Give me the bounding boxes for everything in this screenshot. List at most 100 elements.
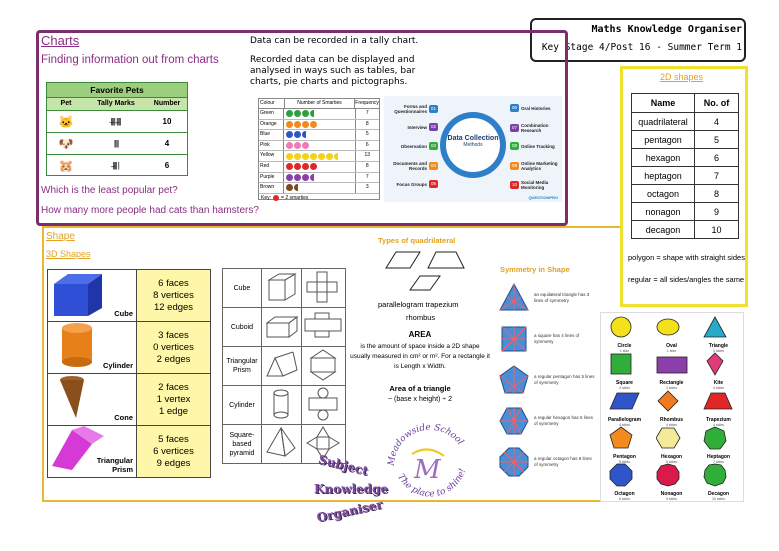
2d-shapes-section [620,66,748,307]
poster-shape-sides: 4 sides [665,423,678,427]
logo-line-2: Knowledge [314,482,389,496]
cylinder-icon [62,323,92,367]
smartie-icon [286,131,294,139]
pictogram-key-label: Key: [261,195,272,202]
data-collection-title: Data Collection [447,135,499,142]
net-row: Cylinder [222,385,347,425]
poster-shape-name: Pentagon [613,454,636,460]
pictogram-colour: Orange [259,119,285,130]
poster-shape-name: Trapezium [706,417,731,423]
method-number-badge: 04 [429,162,438,170]
3d-shape-property: 9 edges [156,457,191,469]
poster-shape-sides: 3 sides [712,349,725,353]
solid-drawing [260,385,302,425]
method-label: Social Media Monitoring [521,180,549,190]
pets-table-title: Favorite Pets [47,83,187,97]
method-number-badge: 10 [510,181,519,189]
poster-shape-name: Nonagon [660,491,683,497]
poster-shape-sides: 1 side [619,349,630,353]
smartie-icon [310,120,318,128]
net-row: Square-based pyramid [222,424,347,464]
page-subtitle: Key Stage 4/Post 16 - Summer Term 1 [541,42,742,53]
equilateral-triangle-icon [499,282,529,311]
half-smartie-icon [310,110,314,118]
net-drawing [300,307,347,347]
smartie-icon [302,110,310,118]
pictogram-colour: Brown [259,183,285,193]
poster-shape-name: Kite [713,380,724,386]
method-label: Documents and Records [393,161,427,171]
heptagon-icon [703,426,726,450]
charts-question-2: How many more people had cats than hamst… [41,205,259,216]
pictogram-colour: Red [259,161,285,172]
3d-shapes-heading: 3D Shapes [46,249,91,259]
square-icon [610,353,631,375]
method-label: Combination Research [521,123,549,133]
rectangle-icon [656,356,687,374]
net-drawing [300,346,347,386]
poster-shape-sides: 7 sides [712,460,725,464]
symmetry-item: a square has 4 lines of symmetry [498,323,598,355]
pictogram-frequency: 13 [364,152,371,159]
rhombus-drawing [409,275,441,291]
tally-marks: ̶|||| ̶|||| [111,117,122,126]
net-shape-name: Cuboid [222,307,262,347]
3d-shape-property: 6 faces [158,277,189,289]
method-number-badge: 06 [510,104,519,112]
questionpro-logo: QUESTIONPRO [528,195,558,200]
poster-shape-name: Oval [666,343,677,349]
smartie-icon [294,173,302,181]
smartie-icon [302,163,310,171]
poster-shape-sides: 9 sides [665,497,678,501]
net-shape-name: Triangular Prism [222,346,262,386]
2d-shape-sides: 8 [694,184,739,203]
pets-header-pet: Pet [60,100,72,107]
dog-icon: 🐶 [58,136,74,151]
2d-shape-sides: 9 [694,202,739,221]
pictogram-header-frequency: Frequency [355,100,379,106]
method-number-badge: 05 [429,180,438,188]
poster-shape-sides: 4 sides [618,386,631,390]
quadrilaterals-drawing [385,251,465,269]
area-definition: is the amount of space inside a 2D shape… [350,343,490,370]
2d-shape-sides: 7 [694,166,739,185]
pictogram-colour: Yellow [259,151,285,161]
2d-shape-sides: 10 [694,220,739,239]
poster-shape-name: Hexagon [660,454,683,460]
symmetry-heading: Symmetry in Shape [500,265,570,274]
symmetry-text: an equilateral triangle has 3 lines of s… [534,292,590,303]
smartie-icon [310,163,318,171]
3d-shape-property: 2 edges [156,353,191,365]
symmetry-text: a regular hexagon has 6 lines of symmetr… [534,415,594,426]
solid-drawing [260,346,302,386]
method-number-badge: 09 [510,162,519,170]
poster-shape-name: Square [616,380,633,386]
school-logo-swoosh [411,448,445,457]
3d-shape-name: Triangular Prism [96,456,133,474]
symmetry-item: a regular hexagon has 6 lines of symmetr… [498,405,598,437]
charts-question-1: Which is the least popular pet? [41,185,178,196]
2d-shape-name: decagon [631,220,695,239]
symmetry-text: a square has 4 lines of symmetry [534,333,580,344]
